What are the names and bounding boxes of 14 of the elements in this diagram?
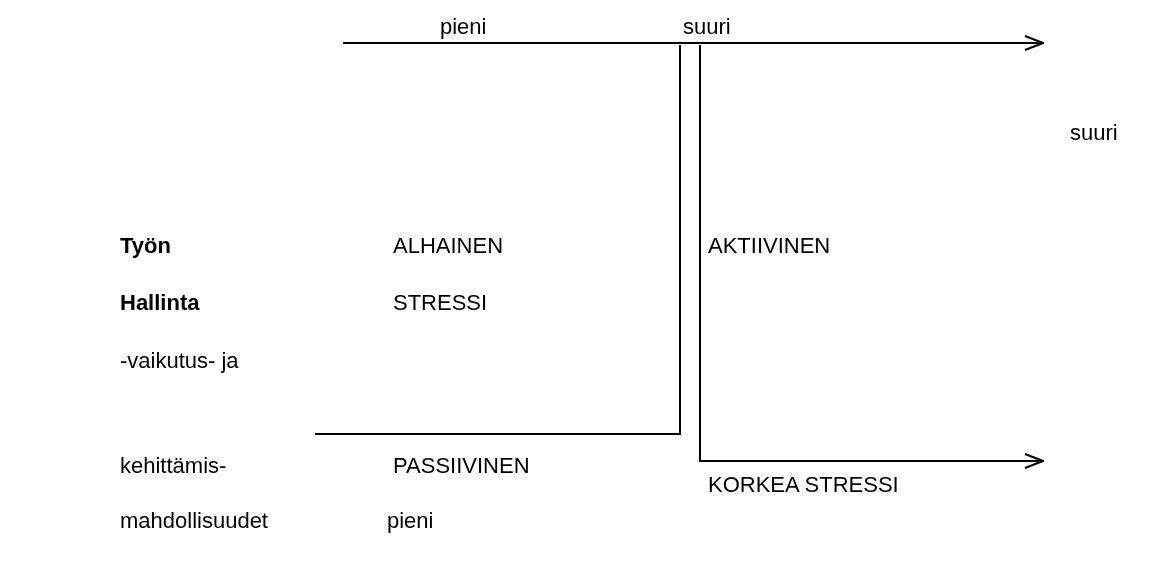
quadrant-label: ALHAINEN [393,233,504,259]
axis-label: suuri [683,14,731,40]
quadrant-label: STRESSI [393,290,488,316]
quadrant-label: AKTIIVINEN [708,233,831,259]
quadrant-label: KORKEA STRESSI [708,472,899,498]
axis-label: pieni [440,14,487,40]
axis-title: Hallinta [120,290,200,316]
axis-title: Työn [120,233,171,259]
axis-title: mahdollisuudet [120,508,268,534]
axis-label: suuri [1070,120,1118,146]
axis-label: pieni [387,508,434,534]
axis-title: kehittämis- [120,453,227,479]
axis-title: -vaikutus- ja [120,348,239,374]
quadrant-label: PASSIIVINEN [393,453,530,479]
